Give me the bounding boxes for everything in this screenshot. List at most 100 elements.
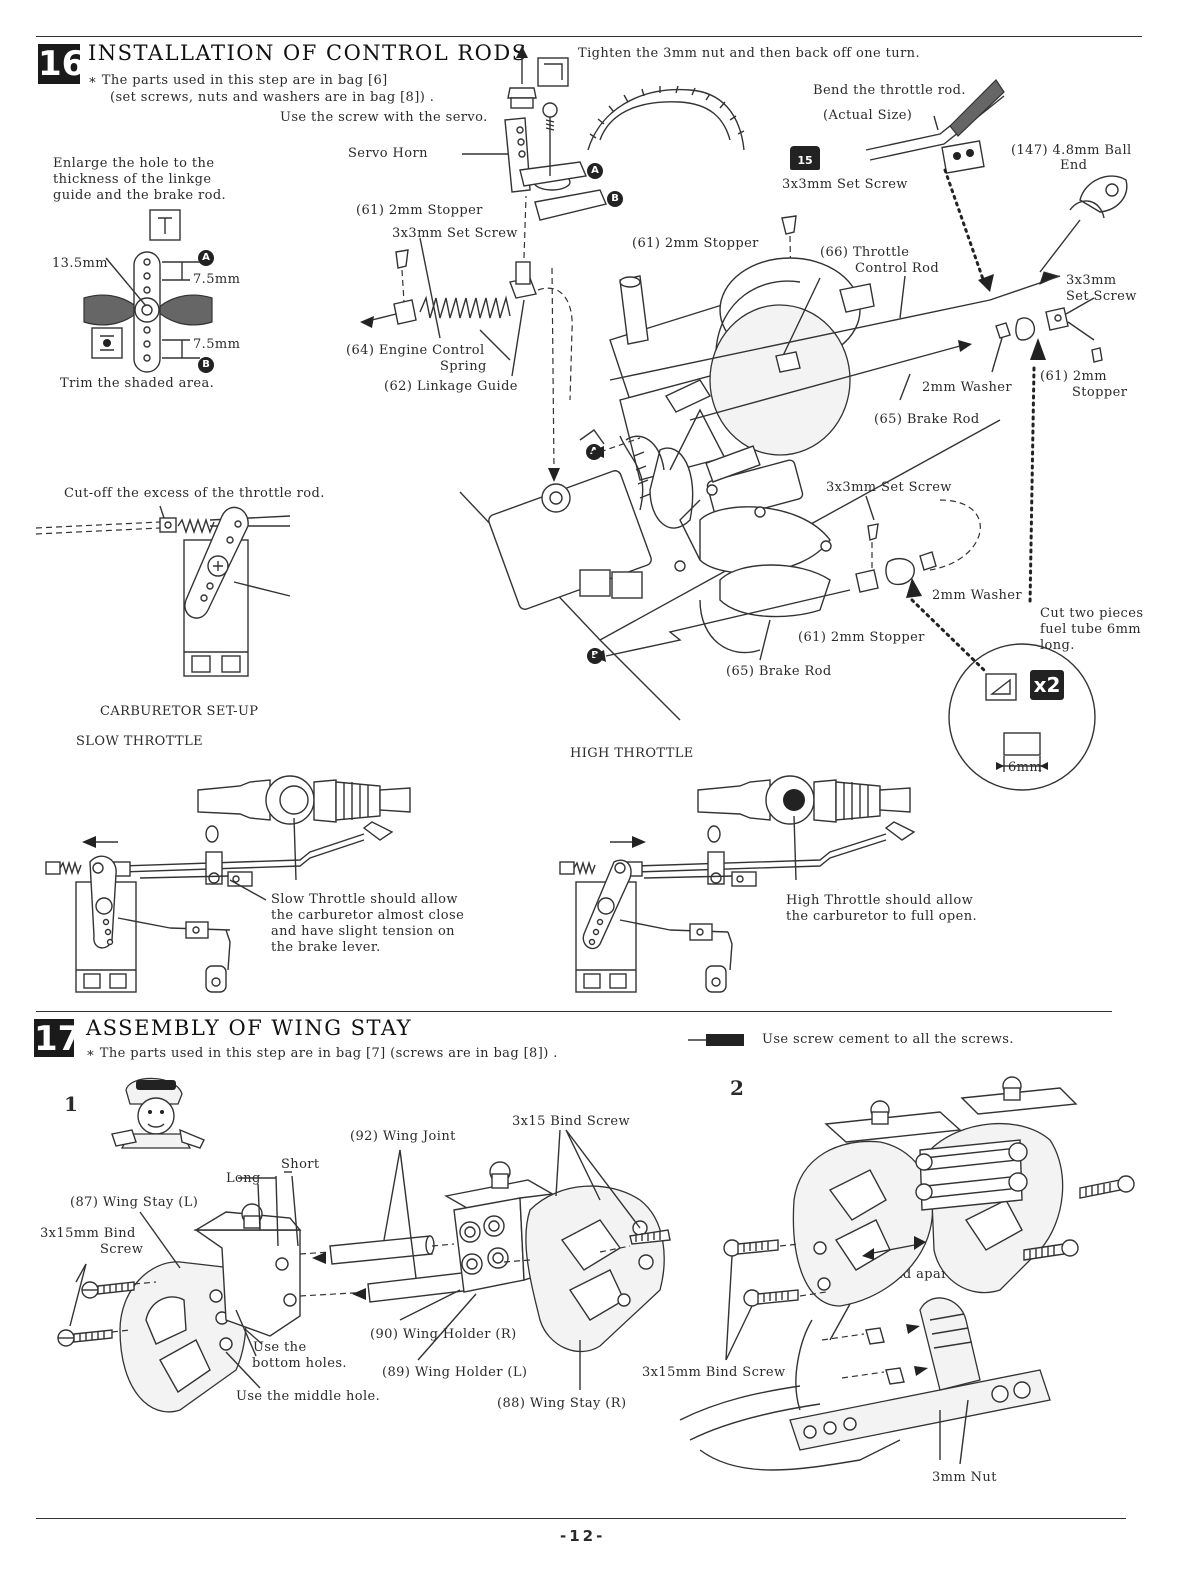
screw-cement-icon — [688, 1034, 744, 1046]
bag-icon — [537, 57, 569, 87]
stopper-61-label-b: (61) 2mm Stopper — [632, 236, 759, 251]
set-screw-15-label: 3x3mm Set Screw — [782, 177, 908, 192]
slow-note-2: the carburetor almost close — [271, 908, 465, 923]
spring-label-1: (64) Engine Control — [346, 343, 485, 358]
step-17-title: ASSEMBLY OF WING STAY — [86, 1016, 413, 1040]
enlarge-note-1: Enlarge the hole to the — [53, 156, 215, 171]
servo-horn-label: Servo Horn — [348, 146, 428, 161]
nut-icon — [507, 46, 537, 109]
dimension-7-5-a: 7.5mm — [193, 272, 241, 287]
bind-screw-left-2: Screw — [100, 1242, 144, 1257]
marker-a-template: A — [198, 250, 214, 266]
screw-icon — [542, 102, 558, 132]
slow-throttle-heading: SLOW THROTTLE — [76, 734, 204, 749]
carburetor-setup-heading: CARBURETOR SET-UP — [100, 704, 259, 719]
step-16-number: 16 — [38, 44, 86, 84]
step-16-note-2: (set screws, nuts and washers are in bag… — [110, 90, 435, 105]
section-divider — [36, 1011, 1112, 1012]
marker-b-horn: B — [607, 191, 623, 207]
substep-2-number: 2 — [730, 1076, 745, 1100]
mascot-character-icon — [111, 1077, 205, 1149]
marker-b-template: B — [198, 357, 214, 373]
engine-assembly — [459, 257, 1001, 721]
spring-assembly — [360, 195, 537, 377]
washer-label-b: 2mm Washer — [932, 588, 1022, 603]
tighten-note: Tighten the 3mm nut and then back off on… — [578, 46, 920, 61]
slow-throttle-diagram — [45, 775, 411, 993]
throttle-rod-bend — [865, 79, 1005, 174]
fuel-tube-callout — [948, 643, 1096, 791]
times-two-badge: x2 — [1030, 670, 1064, 700]
dimension-13-5: 13.5mm — [52, 256, 108, 271]
wing-joint-label: (92) Wing Joint — [350, 1129, 456, 1144]
six-mm-label: 6mm — [1008, 760, 1043, 775]
stopper-right-1: (61) 2mm — [1040, 369, 1107, 384]
use-bottom-holes-2: bottom holes. — [252, 1356, 347, 1371]
actual-size-label: (Actual Size) — [823, 108, 913, 123]
spring-label-2: Spring — [440, 359, 487, 374]
ball-end-part — [1039, 175, 1128, 273]
brake-rod-label-b: (65) Brake Rod — [726, 664, 832, 679]
step-16-note-1: ∗ The parts used in this step are in bag… — [88, 73, 388, 88]
wing-stay-r-label: (88) Wing Stay (R) — [497, 1396, 627, 1411]
brake-rod-label-a: (65) Brake Rod — [874, 412, 980, 427]
bag-15-icon: 15 — [790, 146, 820, 170]
step-17-note: ∗ The parts used in this step are in bag… — [86, 1046, 558, 1061]
dimension-7-5-b: 7.5mm — [193, 337, 241, 352]
throttle-control-rod — [609, 271, 1061, 381]
set-screw-label-b: 3x3mm Set Screw — [826, 480, 952, 495]
high-note-1: High Throttle should allow — [786, 893, 974, 908]
enlarge-note-3: guide and the brake rod. — [53, 188, 227, 203]
set-screw-right-2: Set Screw — [1066, 289, 1137, 304]
chassis-mount — [679, 1297, 1051, 1471]
linkage-guide-label: (62) Linkage Guide — [384, 379, 518, 394]
bind-screw-left-1: 3x15mm Bind — [40, 1226, 136, 1241]
assembled-wing-stay — [723, 1076, 1135, 1361]
enlarge-note-2: thickness of the linkge — [53, 172, 212, 187]
high-throttle-heading: HIGH THROTTLE — [570, 746, 694, 761]
use-screw-note: Use the screw with the servo. — [280, 110, 488, 125]
servo-horn-part — [462, 117, 607, 221]
servo-horn-template — [83, 209, 213, 373]
trim-note: Trim the shaded area. — [60, 376, 215, 391]
step-16-title: INSTALLATION OF CONTROL RODS — [88, 41, 528, 65]
cut-tube-note-1: Cut two pieces — [1040, 606, 1144, 621]
brake-rod-a — [689, 297, 1103, 421]
slow-note-4: the brake lever. — [271, 940, 381, 955]
use-bottom-holes-1: Use the — [253, 1340, 307, 1355]
short-label: Short — [281, 1157, 320, 1172]
throttle-rod-label-1: (66) Throttle — [820, 245, 910, 260]
wing-stay-left-part — [119, 1171, 371, 1413]
use-middle-hole: Use the middle hole. — [236, 1389, 381, 1404]
wing-holder-r-label: (90) Wing Holder (R) — [370, 1327, 517, 1342]
high-note-2: the carburetor to full open. — [786, 909, 978, 924]
high-throttle-diagram — [559, 775, 916, 993]
page-number: -12- — [560, 1527, 606, 1545]
set-screw-right-1: 3x3mm — [1066, 273, 1117, 288]
slow-note-3: and have slight tension on — [271, 924, 455, 939]
wing-stay-right-part — [503, 1129, 671, 1390]
cut-off-note: Cut-off the excess of the throttle rod. — [64, 486, 325, 501]
slow-note-1: Slow Throttle should allow — [271, 892, 458, 907]
step-17-number: 17 — [34, 1019, 82, 1059]
stopper-61-label-a: (61) 2mm Stopper — [356, 203, 483, 218]
screw-cement-note: Use screw cement to all the screws. — [762, 1032, 1014, 1047]
marker-a-horn: A — [587, 163, 603, 179]
wing-stay-l-label: (87) Wing Stay (L) — [70, 1195, 199, 1210]
bend-rod-label: Bend the throttle rod. — [813, 83, 966, 98]
set-screw-label-a: 3x3mm Set Screw — [392, 226, 518, 241]
bind-screw-left-parts — [57, 1263, 157, 1347]
brake-rod-b — [592, 495, 981, 662]
cut-off-rod-diagram — [35, 505, 291, 677]
bind-screw-top-label: 3x15 Bind Screw — [512, 1114, 631, 1129]
cut-tube-note-2: fuel tube 6mm — [1040, 622, 1142, 637]
bottom-rule — [36, 1518, 1126, 1519]
ball-end-label: (147) 4.8mm Ball — [1011, 143, 1132, 158]
stopper-label-b: (61) 2mm Stopper — [798, 630, 925, 645]
spur-gear-outline — [587, 88, 745, 151]
top-rule — [36, 36, 1142, 37]
stopper-right-2: Stopper — [1072, 385, 1128, 400]
wing-holder-l-label: (89) Wing Holder (L) — [382, 1365, 528, 1380]
